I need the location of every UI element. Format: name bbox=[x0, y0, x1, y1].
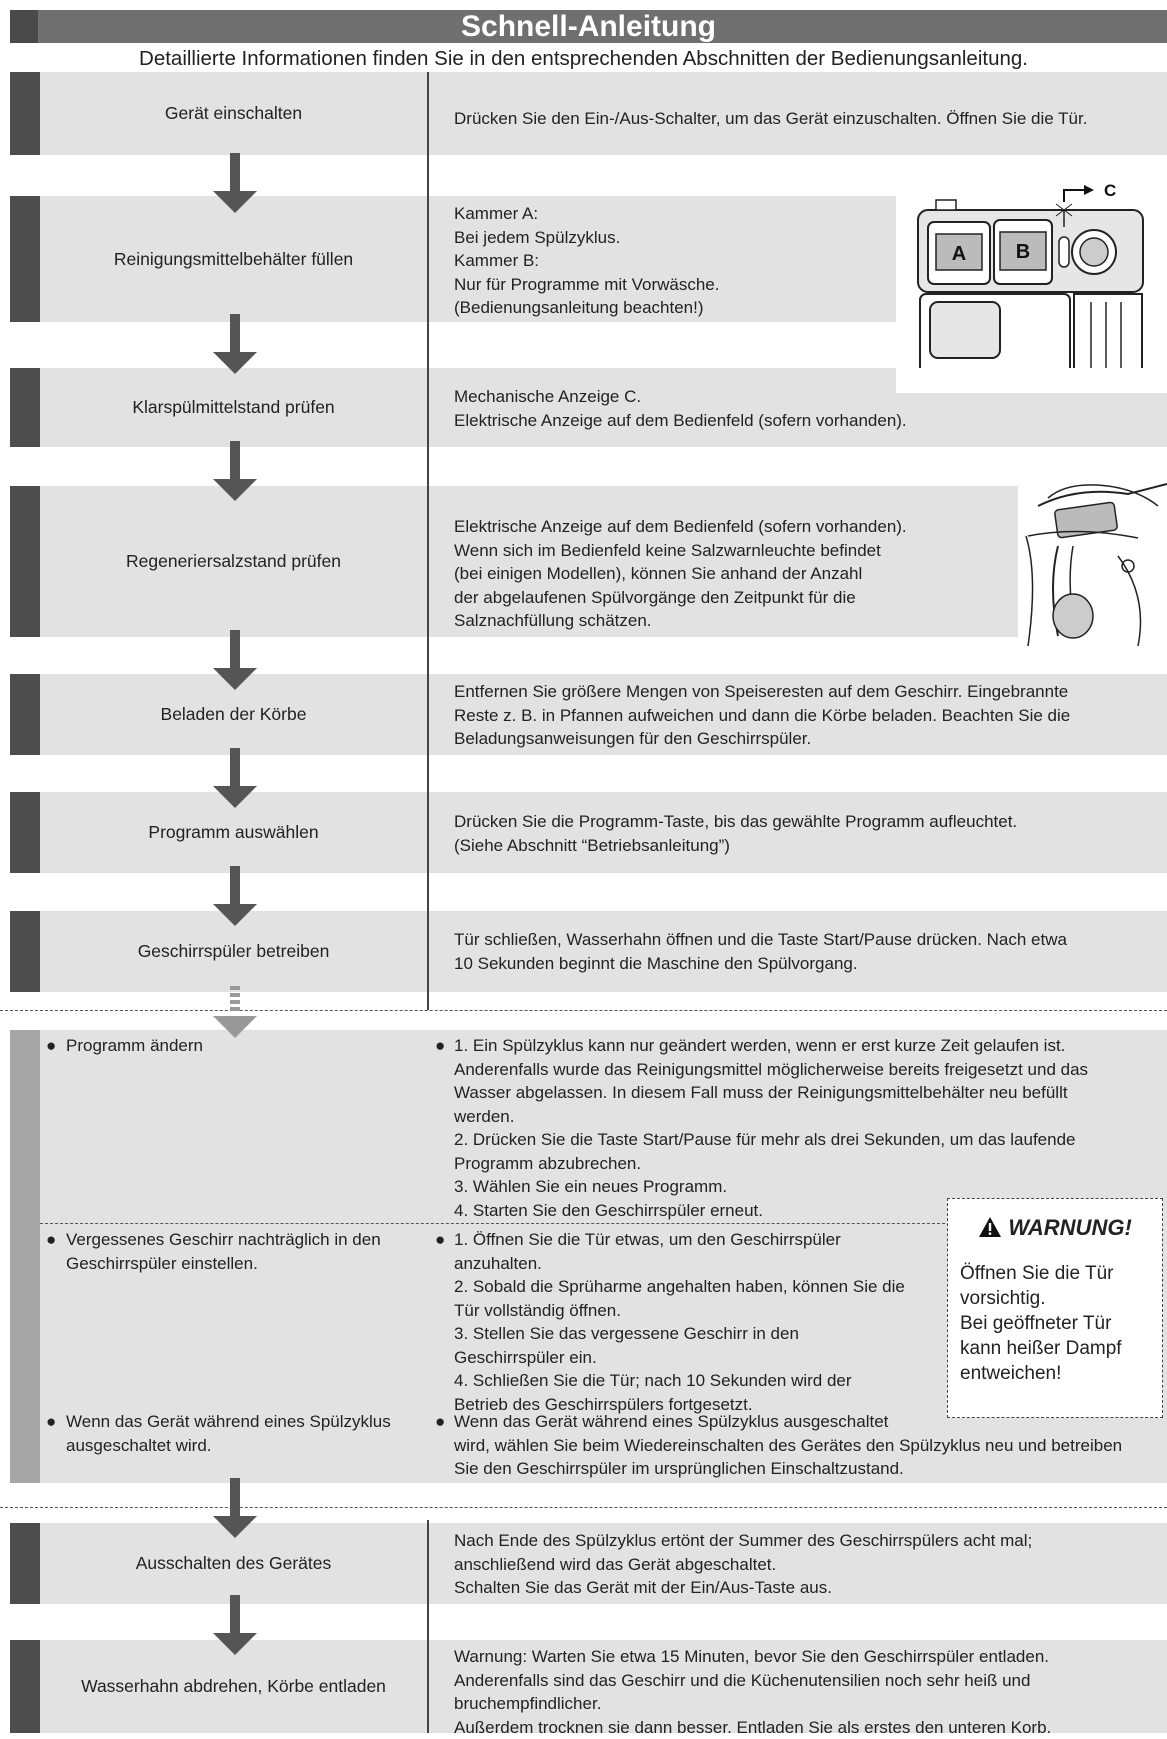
special-text-3: Wenn das Gerät während eines Spülzyklus … bbox=[454, 1412, 1123, 1478]
bullet-2: ● bbox=[435, 1036, 446, 1055]
column-divider-lower bbox=[427, 1520, 429, 1733]
salt-drawing bbox=[1025, 483, 1167, 647]
arrow-down-icon bbox=[213, 748, 257, 808]
step-text-3: Mechanische Anzeige C. Elektrische Anzei… bbox=[454, 387, 907, 430]
arrow-down-icon bbox=[213, 1478, 257, 1538]
special-label-2: Vergessenes Geschirr nachträglich in den… bbox=[66, 1230, 381, 1273]
step-text-6: Drücken Sie die Programm-Taste, bis das … bbox=[454, 812, 1018, 855]
step-label-5: Beladen der Körbe bbox=[160, 704, 307, 724]
bullet-1: ● bbox=[46, 1036, 57, 1055]
step-text-2: Kammer A: Bei jedem Spülzyklus. Kammer B… bbox=[454, 204, 720, 317]
special-text-1: 1. Ein Spülzyklus kann nur geändert werd… bbox=[454, 1036, 1089, 1220]
step-row-4 bbox=[10, 486, 1018, 637]
step-tab-9 bbox=[10, 1640, 40, 1733]
step-tab-1 bbox=[10, 72, 40, 155]
step-tab-2 bbox=[10, 196, 40, 322]
step-tab-3 bbox=[10, 368, 40, 447]
step-text-8: Nach Ende des Spülzyklus ertönt der Summ… bbox=[454, 1531, 1033, 1597]
special-label-3: Wenn das Gerät während eines Spülzyklus … bbox=[66, 1412, 391, 1455]
special-divider bbox=[40, 1223, 945, 1224]
step-row-5 bbox=[10, 674, 1167, 755]
section-divider-bottom bbox=[0, 1507, 1167, 1508]
step-row-6 bbox=[10, 792, 1167, 873]
special-label-1: Programm ändern bbox=[66, 1036, 204, 1055]
step-row-8 bbox=[10, 1523, 1167, 1604]
bullet-5: ● bbox=[46, 1412, 57, 1431]
page-title: Schnell-Anleitung bbox=[461, 10, 716, 43]
step-label-1: Gerät einschalten bbox=[164, 103, 303, 123]
arrow-down-icon bbox=[213, 630, 257, 690]
step-tab-6 bbox=[10, 792, 40, 873]
title-tab bbox=[10, 10, 38, 43]
step-label-6: Programm auswählen bbox=[148, 822, 319, 842]
arrow-down-icon bbox=[213, 866, 257, 926]
step-text-4: Elektrische Anzeige auf dem Bedienfeld (… bbox=[454, 517, 907, 630]
warning-heading: WARNUNG! bbox=[948, 1215, 1162, 1241]
bullet-4: ● bbox=[435, 1230, 446, 1249]
step-label-9: Wasserhahn abdrehen, Körbe entladen bbox=[81, 1676, 386, 1696]
step-tab-4 bbox=[10, 486, 40, 637]
step-text-7: Tür schließen, Wasserhahn öffnen und die… bbox=[454, 930, 1067, 973]
chamber-a-label: A bbox=[952, 243, 966, 265]
page-subtitle: Detaillierte Informationen finden Sie in… bbox=[139, 47, 1028, 70]
salt-refill-illustration bbox=[1018, 476, 1167, 647]
chamber-b-label: B bbox=[1016, 241, 1030, 263]
section-divider-top bbox=[0, 1010, 1167, 1011]
warning-title: WARNUNG! bbox=[1008, 1215, 1132, 1240]
arrow-down-icon bbox=[213, 314, 257, 374]
dashed-arrow-down-icon bbox=[213, 986, 257, 1038]
warning-box: WARNUNG! Öffnen Sie die Tür vorsichtig. … bbox=[947, 1198, 1163, 1418]
bullet-3: ● bbox=[46, 1230, 57, 1249]
step-label-2: Reinigungsmittelbehälter füllen bbox=[113, 248, 354, 269]
illustration-overlap bbox=[896, 368, 1167, 393]
special-text-2: 1. Öffnen Sie die Tür etwas, um den Gesc… bbox=[454, 1230, 905, 1414]
arrow-down-icon bbox=[213, 441, 257, 501]
step-row-9 bbox=[10, 1640, 1167, 1733]
step-tab-7 bbox=[10, 911, 40, 992]
indicator-c-label: C bbox=[1104, 182, 1116, 200]
step-tab-5 bbox=[10, 674, 40, 755]
special-tab bbox=[10, 1030, 40, 1483]
step-row-7 bbox=[10, 911, 1167, 992]
step-label-3: Klarspülmittelstand prüfen bbox=[132, 397, 335, 417]
step-text-1: Drücken Sie den Ein-/Aus-Schalter, um da… bbox=[454, 109, 1088, 128]
step-row-2 bbox=[10, 196, 896, 322]
dispenser-illustration: A B C bbox=[896, 181, 1167, 394]
step-row-1 bbox=[10, 72, 1167, 155]
bullet-6: ● bbox=[435, 1412, 446, 1431]
step-text-9: Warnung: Warten Sie etwa 15 Minuten, bev… bbox=[454, 1647, 1052, 1737]
step-label-4: Regeneriersalzstand prüfen bbox=[126, 551, 341, 571]
step-tab-8 bbox=[10, 1523, 40, 1604]
step-label-7: Geschirrspüler betreiben bbox=[137, 941, 330, 961]
dispenser-drawing: A B C bbox=[917, 181, 1144, 387]
arrow-down-icon bbox=[213, 1595, 257, 1655]
arrow-down-icon bbox=[213, 153, 257, 213]
page-title-bar: Schnell-Anleitung bbox=[10, 10, 1167, 43]
warning-text: Öffnen Sie die Tür vorsichtig. Bei geöff… bbox=[960, 1263, 1122, 1384]
step-text-5: Entfernen Sie größere Mengen von Speiser… bbox=[454, 682, 1071, 748]
column-divider-upper bbox=[427, 72, 429, 1010]
step-label-8: Ausschalten des Gerätes bbox=[135, 1553, 332, 1573]
warning-triangle-icon bbox=[979, 1217, 1002, 1237]
